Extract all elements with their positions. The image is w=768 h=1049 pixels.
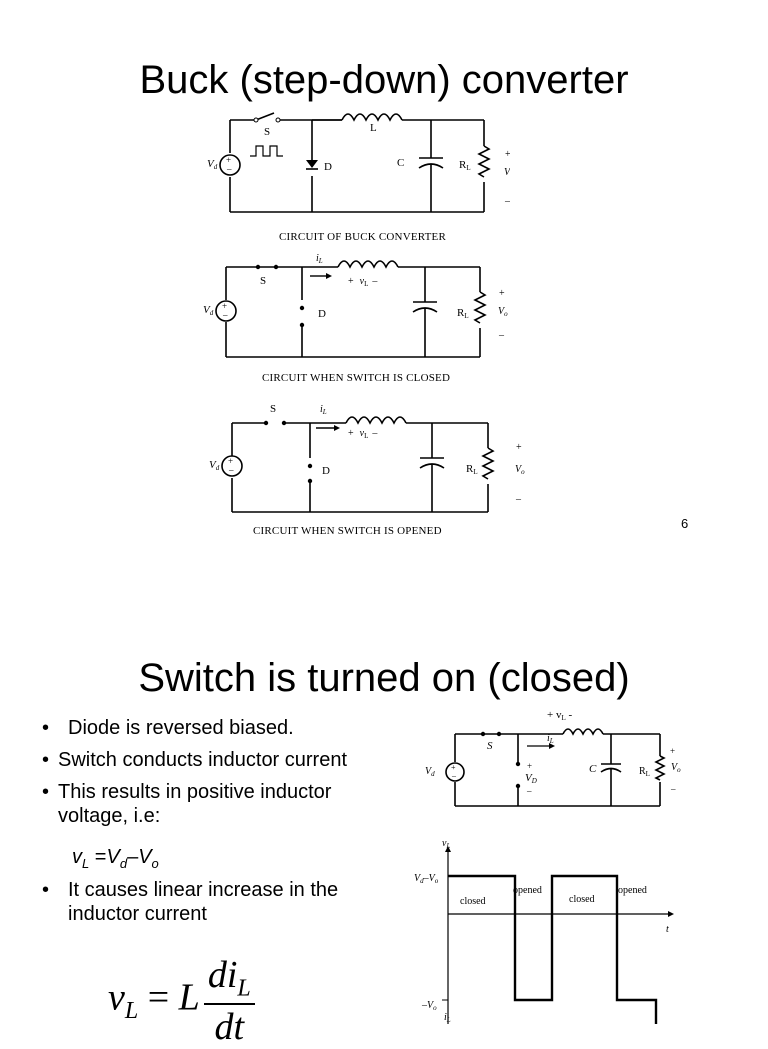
svg-text:+ vL -: + vL -: [547, 709, 573, 722]
svg-text:S: S: [260, 275, 266, 287]
svg-text:Vo: Vo: [515, 464, 525, 476]
svg-text:Vo: Vo: [671, 762, 681, 774]
svg-text:D: D: [318, 308, 326, 320]
svg-text:+: +: [222, 301, 227, 311]
svg-text:–: –: [222, 310, 228, 320]
caption-switch-opened: CIRCUIT WHEN SWITCH IS OPENED: [253, 525, 442, 537]
svg-text:Vo: Vo: [504, 167, 510, 179]
svg-text:vL: vL: [442, 838, 450, 850]
svg-text:Vo: Vo: [498, 306, 508, 318]
bullet-list: •Diode is reversed biased. •Switch condu…: [42, 716, 402, 836]
svg-text:Vd: Vd: [203, 304, 214, 317]
slide-gap: [0, 560, 768, 608]
svg-text:–: –: [498, 330, 505, 341]
svg-text:+: +: [670, 746, 675, 756]
switch-opened-circuit: + – S iL +vL– D RL Vd + Vo –: [209, 403, 525, 513]
caption-switch-closed: CIRCUIT WHEN SWITCH IS CLOSED: [262, 372, 451, 384]
svg-text:S: S: [487, 740, 493, 752]
svg-text:iL: iL: [320, 404, 327, 416]
buck-converter-circuit: + – S L D C RL Vd + Vo –: [207, 112, 510, 213]
bullet-list-2: •It causes linear increase in the induct…: [42, 878, 402, 934]
slide-title: Switch is turned on (closed): [138, 656, 630, 700]
svg-text:–: –: [451, 771, 457, 780]
svg-text:+: +: [527, 761, 532, 771]
switch-label: S: [264, 126, 270, 138]
slide-title: Buck (step-down) converter: [139, 58, 629, 102]
svg-text:Vd: Vd: [425, 766, 435, 778]
diode-label: D: [324, 161, 332, 173]
svg-text:+vL–: +vL–: [348, 428, 378, 440]
slide-buck-converter: Buck (step-down) converter: [139, 58, 689, 537]
region-label: opened: [618, 885, 647, 896]
svg-text:–: –: [504, 196, 510, 207]
bullet-item: •Switch conducts inductor current: [42, 749, 348, 771]
inductor-voltage-equation: vL =Vd–Vo: [72, 846, 159, 871]
capacitor-label: C: [397, 157, 404, 169]
svg-text:RL: RL: [639, 766, 650, 778]
svg-text:–: –: [670, 784, 676, 794]
slide-switch-on: Switch is turned on (closed) •Diode is r…: [0, 608, 768, 1048]
region-label: opened: [513, 885, 542, 896]
bullet-item: •This results in positive inductor volta…: [42, 781, 332, 827]
svg-text:–: –: [226, 164, 232, 174]
page-number: 6: [681, 516, 689, 531]
svg-text:+vL–: +vL–: [348, 276, 378, 288]
bullet-item: •Diode is reversed biased.: [42, 717, 294, 739]
switch-closed-circuit: + – iL +vL– S D RL Vd + Vo –: [203, 253, 508, 358]
svg-text:Vd: Vd: [209, 459, 220, 472]
svg-text:–: –: [515, 494, 522, 505]
caption-circuit: CIRCUIT OF BUCK CONVERTER: [279, 231, 447, 243]
svg-text:–: –: [526, 786, 532, 796]
svg-text:RL: RL: [457, 307, 469, 320]
svg-text:+: +: [499, 288, 505, 299]
svg-text:D: D: [322, 465, 330, 477]
bullet-item: •It causes linear increase in the induct…: [42, 879, 339, 925]
svg-text:t: t: [666, 924, 669, 935]
inductor-label: L: [370, 122, 377, 134]
region-label: closed: [569, 894, 595, 905]
svg-text:+: +: [226, 155, 231, 165]
svg-text:iL: iL: [316, 253, 323, 265]
svg-text:Vd–Vo: Vd–Vo: [414, 873, 439, 885]
svg-text:+: +: [228, 456, 233, 466]
svg-text:RL: RL: [459, 159, 471, 172]
svg-text:+: +: [516, 442, 522, 453]
svg-text:C: C: [589, 763, 597, 775]
svg-text:iL: iL: [444, 1012, 451, 1024]
svg-text:+: +: [505, 149, 510, 160]
svg-text:iL: iL: [547, 733, 554, 745]
svg-text:+: +: [451, 763, 456, 772]
svg-text:VD: VD: [525, 772, 537, 785]
svg-text:RL: RL: [466, 463, 478, 476]
inductor-voltage-waveform: vL Vd–Vo –Vo t iL closed opened closed o…: [414, 838, 674, 1024]
switch-on-circuit: + – + vL - S iL C + VD – Vd RL + Vo –: [425, 709, 681, 807]
svg-text:–: –: [228, 465, 234, 475]
region-label: closed: [460, 896, 486, 907]
svg-text:Vd: Vd: [207, 158, 218, 171]
svg-text:S: S: [270, 403, 276, 415]
svg-text:–Vo: –Vo: [421, 1000, 437, 1012]
